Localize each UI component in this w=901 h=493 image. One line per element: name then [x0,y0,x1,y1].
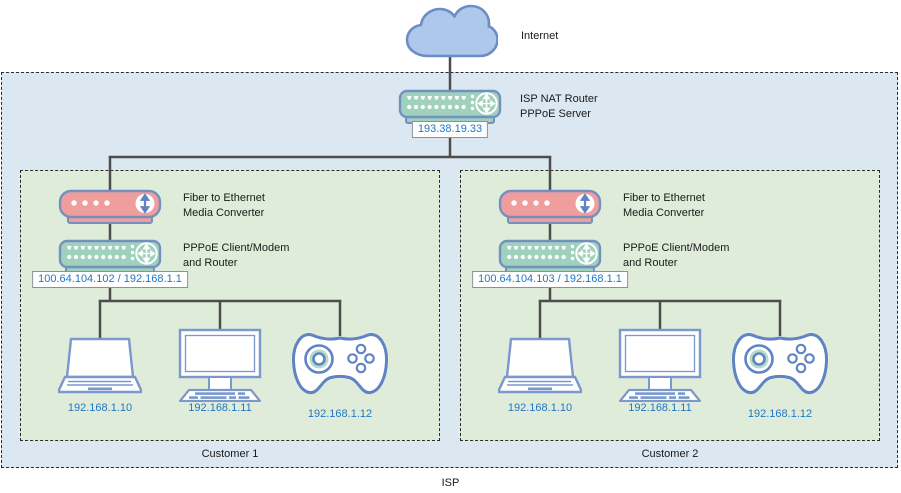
desktop-monitor-icon [618,328,702,402]
media-converter-label-line1: Fiber to Ethernet [183,192,265,204]
isp-router-label-line2: PPPoE Server [520,108,591,120]
pppoe-router-icon [58,239,162,275]
customer-1-caption: Customer 1 [201,448,259,460]
isp-caption: ISP [441,477,460,489]
media-converter-label-line2: Media Converter [183,207,265,219]
customer-2-content: Fiber to Ethernet Media Converter PPPoE … [460,170,880,441]
pppoe-router-icon [498,239,602,275]
laptop-icon [58,337,142,397]
game-controller-ip: 192.168.1.12 [307,408,373,420]
internet-label: Internet [521,30,559,42]
pppoe-router-label: PPPoE Client/Modem and Router [183,241,289,271]
pppoe-router-label: PPPoE Client/Modem and Router [623,241,729,271]
isp-router-label-line1: ISP NAT Router [520,93,598,105]
customer-2-caption: Customer 2 [641,448,699,460]
game-controller-ip: 192.168.1.12 [747,408,813,420]
pppoe-router-label-line2: and Router [183,257,238,269]
customer-1-content: Fiber to Ethernet Media Converter PPPoE … [20,170,440,441]
media-converter-icon [58,189,162,225]
desktop-ip: 192.168.1.11 [188,402,252,414]
cloud-icon [402,4,498,60]
isp-router-label: ISP NAT Router PPPoE Server [520,92,598,122]
isp-router-ip: 193.38.19.33 [411,121,489,138]
pppoe-router-ip: 100.64.104.103 / 192.168.1.1 [472,271,628,288]
desktop-monitor-icon [178,328,262,402]
media-converter-label-line1: Fiber to Ethernet [623,192,705,204]
desktop-ip: 192.168.1.11 [628,402,692,414]
media-converter-label: Fiber to Ethernet Media Converter [623,191,705,221]
pppoe-router-label-line1: PPPoE Client/Modem [623,242,730,254]
pppoe-router-label-line1: PPPoE Client/Modem [183,242,290,254]
game-controller-icon [730,328,830,398]
media-converter-label-line2: Media Converter [623,207,705,219]
isp-router-icon [398,89,502,125]
pppoe-router-label-line2: and Router [623,257,678,269]
laptop-icon [498,337,582,397]
laptop-ip: 192.168.1.10 [67,402,133,414]
laptop-ip: 192.168.1.10 [507,402,573,414]
media-converter-label: Fiber to Ethernet Media Converter [183,191,265,221]
media-converter-icon [498,189,602,225]
pppoe-router-ip: 100.64.104.102 / 192.168.1.1 [32,271,188,288]
game-controller-icon [290,328,390,398]
